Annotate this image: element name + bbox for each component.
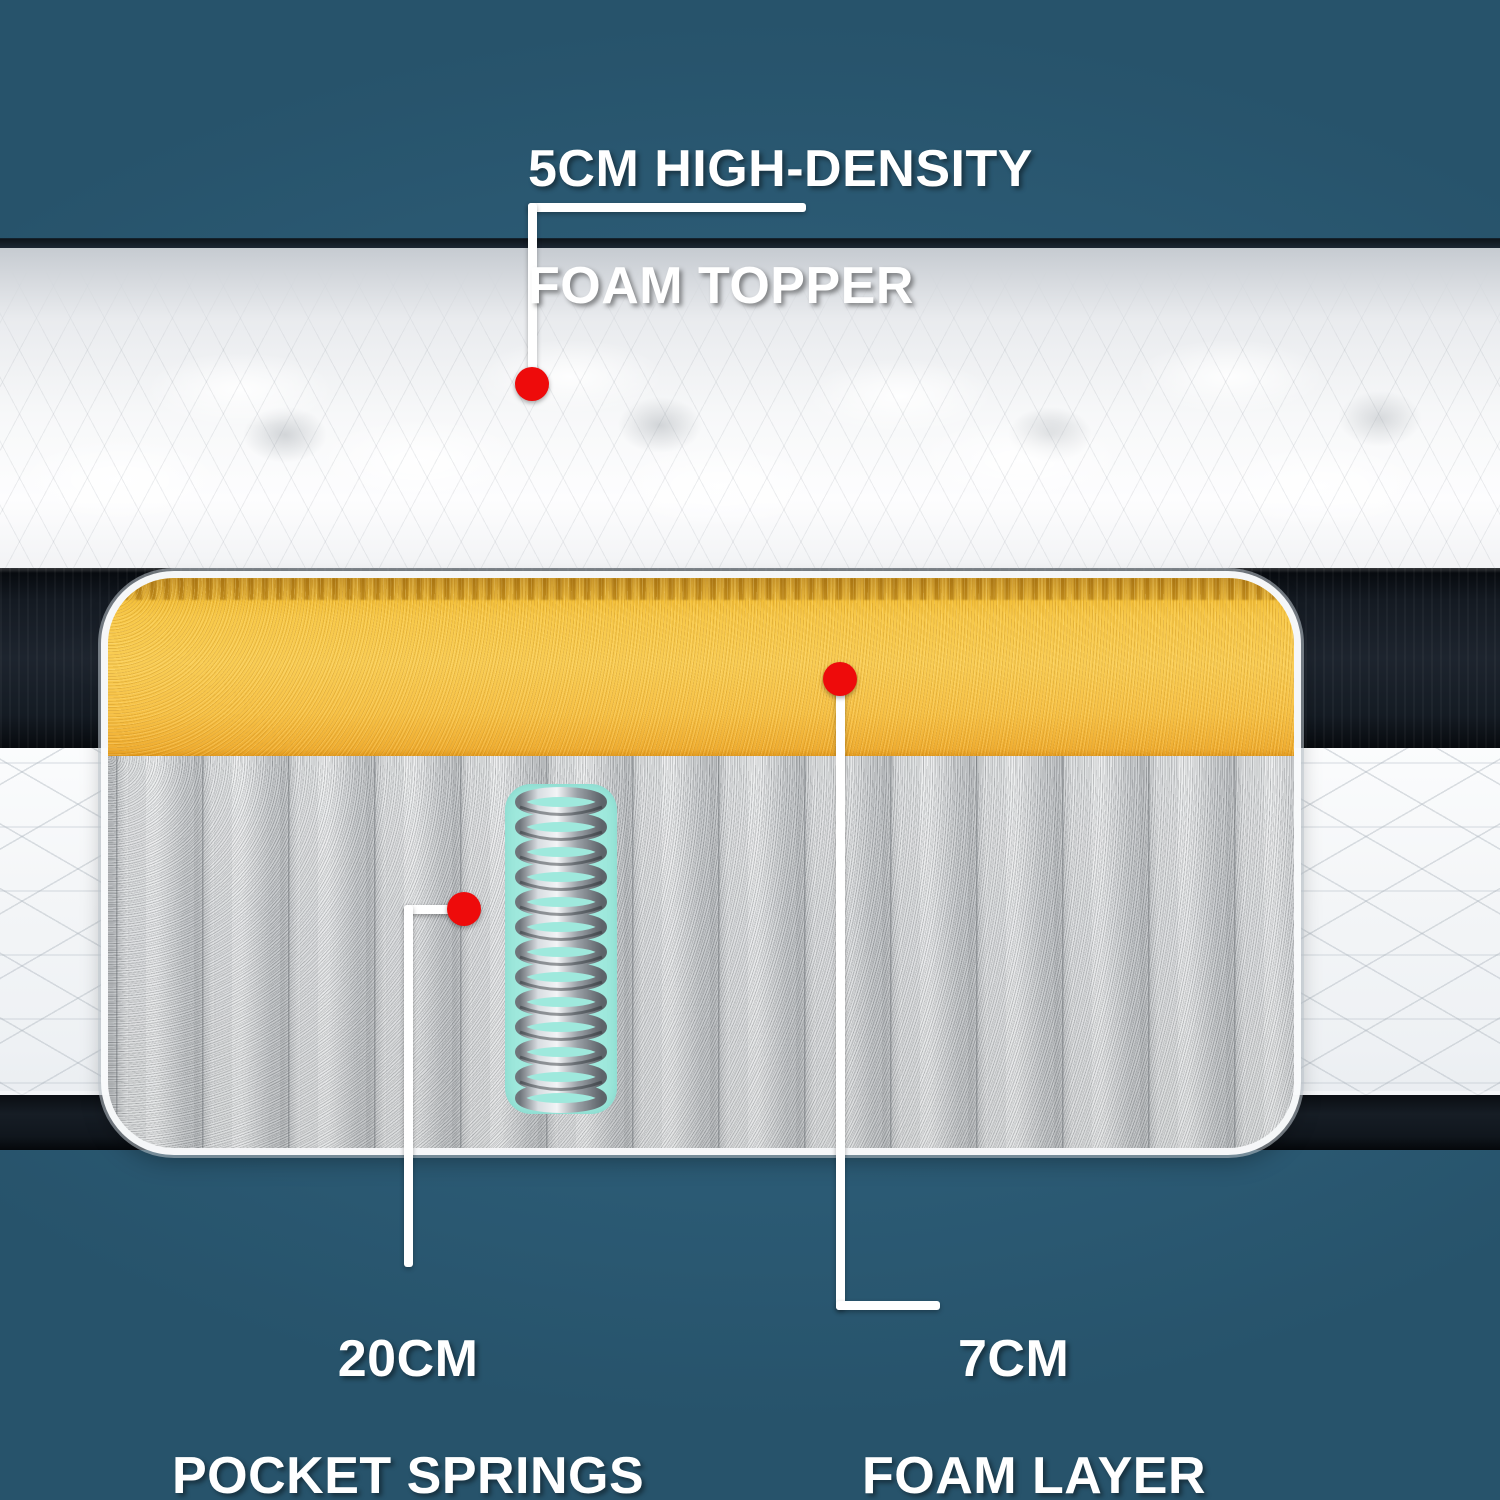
label-foam-layer: 7CM FOAM LAYER [862,1272,1206,1500]
upper-band-highlight [0,568,1500,573]
callout-topper-vertical-line [528,203,537,377]
label-pocket-springs: 20CM POCKET SPRINGS [172,1272,644,1500]
foam-surface-skin [108,578,1294,600]
callout-foam-vertical-line [836,678,845,1310]
label-pocket-springs-line1: 20CM [337,1330,479,1389]
marker-dot-foam-layer [823,662,857,696]
label-foam-layer-line1: 7CM [958,1330,1070,1389]
label-pocket-springs-line2: POCKET SPRINGS [172,1446,645,1500]
highlighted-pocket-spring [505,784,617,1114]
label-foam-topper-line2: FOAM TOPPER [528,256,914,315]
mattress-cutaway-panel [108,578,1294,1148]
callout-springs-vertical-line [404,905,413,1267]
spring-coil-icon [515,787,607,1113]
label-foam-topper: 5CM HIGH-DENSITY FOAM TOPPER [528,82,1033,373]
marker-dot-foam-topper [515,367,549,401]
callout-foam-horizontal-line [836,1301,940,1310]
label-foam-layer-line2: FOAM LAYER [862,1446,1206,1500]
pocket-spring-core [108,756,1294,1148]
callout-springs-horizontal-line [404,905,462,914]
label-foam-topper-line1: 5CM HIGH-DENSITY [528,140,1033,199]
high-density-foam-slab [108,578,1294,756]
marker-dot-pocket-springs [447,892,481,926]
quilted-pillow-top-surface [0,248,1500,570]
callout-topper-horizontal-line [528,203,806,212]
